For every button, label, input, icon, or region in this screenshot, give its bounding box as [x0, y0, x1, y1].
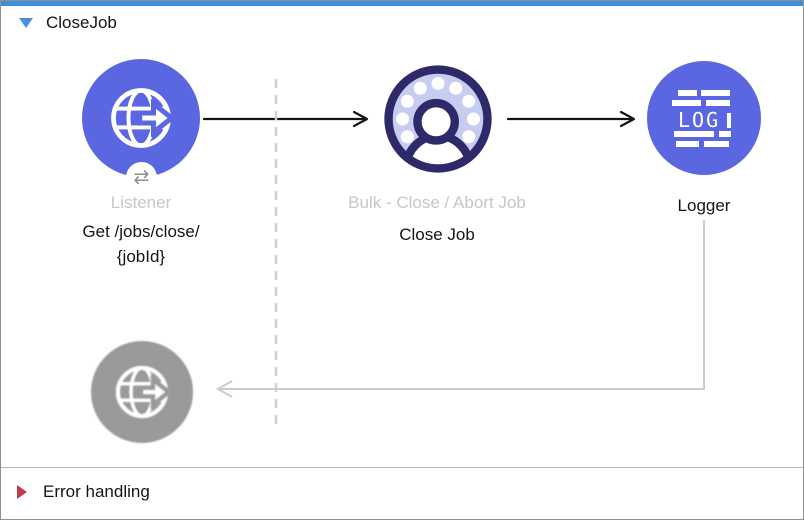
listener-doc-line2: {jobId} [116, 247, 166, 266]
bulk-user-icon [402, 98, 474, 165]
message-flow-arrow-bulk-to-logger [506, 110, 636, 128]
listener-doc-label: Get /jobs/close/ {jobId} [31, 219, 251, 269]
listener-doc-line1: Get /jobs/close/ [82, 222, 200, 241]
collapse-triangle-down-icon[interactable] [19, 18, 33, 28]
collapse-triangle-right-icon[interactable] [17, 485, 27, 499]
log-icon: LOG [672, 90, 731, 147]
bulk-close-abort-job-node[interactable] [382, 63, 494, 175]
bulk-type-label: Bulk - Close / Abort Job [348, 193, 526, 212]
bulk-name-label: Close Job [399, 225, 475, 244]
listener-type-label: Listener [110, 193, 172, 212]
globe-arrow-icon [111, 88, 176, 148]
flow-header[interactable]: CloseJob [1, 6, 803, 40]
exchange-arrows-icon: ⇄ [133, 167, 150, 188]
flow-selection-accent-bar [1, 1, 803, 6]
listener-response-node[interactable] [91, 341, 193, 443]
error-handling-label: Error handling [43, 482, 150, 501]
globe-arrow-icon-gray [115, 365, 173, 419]
error-handling-header[interactable]: Error handling [1, 468, 803, 516]
section-divider [1, 467, 803, 468]
flow-title: CloseJob [46, 13, 117, 32]
listener-exchange-badge[interactable]: ⇄ [126, 162, 157, 193]
message-flow-arrow-listener-to-bulk [202, 110, 369, 128]
listener-node[interactable] [82, 59, 200, 177]
log-icon-text: LOG [678, 108, 720, 132]
logger-node[interactable]: LOG [647, 61, 761, 175]
logger-name-label: Logger [677, 196, 731, 215]
bulk-dots [396, 77, 480, 144]
